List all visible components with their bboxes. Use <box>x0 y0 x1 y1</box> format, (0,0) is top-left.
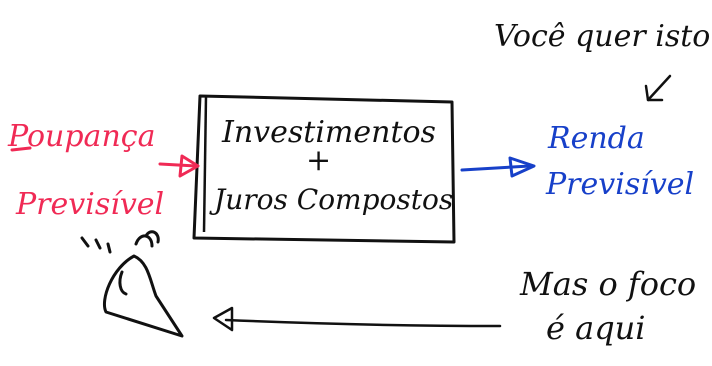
label-voce-quer-isto: Você quer isto <box>494 19 711 54</box>
center-box <box>192 94 456 244</box>
label-mas-o-foco: Mas o foco <box>520 265 697 303</box>
megaphone-icon <box>80 230 184 338</box>
input-arrow <box>10 146 200 178</box>
box-plus: + <box>306 143 332 178</box>
focus-arrow <box>212 306 502 332</box>
pointer-arrow <box>644 74 672 102</box>
label-previsivel-left: Previsível <box>16 187 165 222</box>
label-previsivel-right: Previsível <box>546 167 695 202</box>
output-arrow <box>460 156 536 178</box>
label-e-aqui: é aqui <box>546 309 646 347</box>
box-investimentos: Investimentos <box>222 115 436 150</box>
label-poupanca: Poupança <box>8 119 156 154</box>
box-juros-compostos: Juros Compostos <box>214 183 454 216</box>
label-renda: Renda <box>548 121 645 156</box>
